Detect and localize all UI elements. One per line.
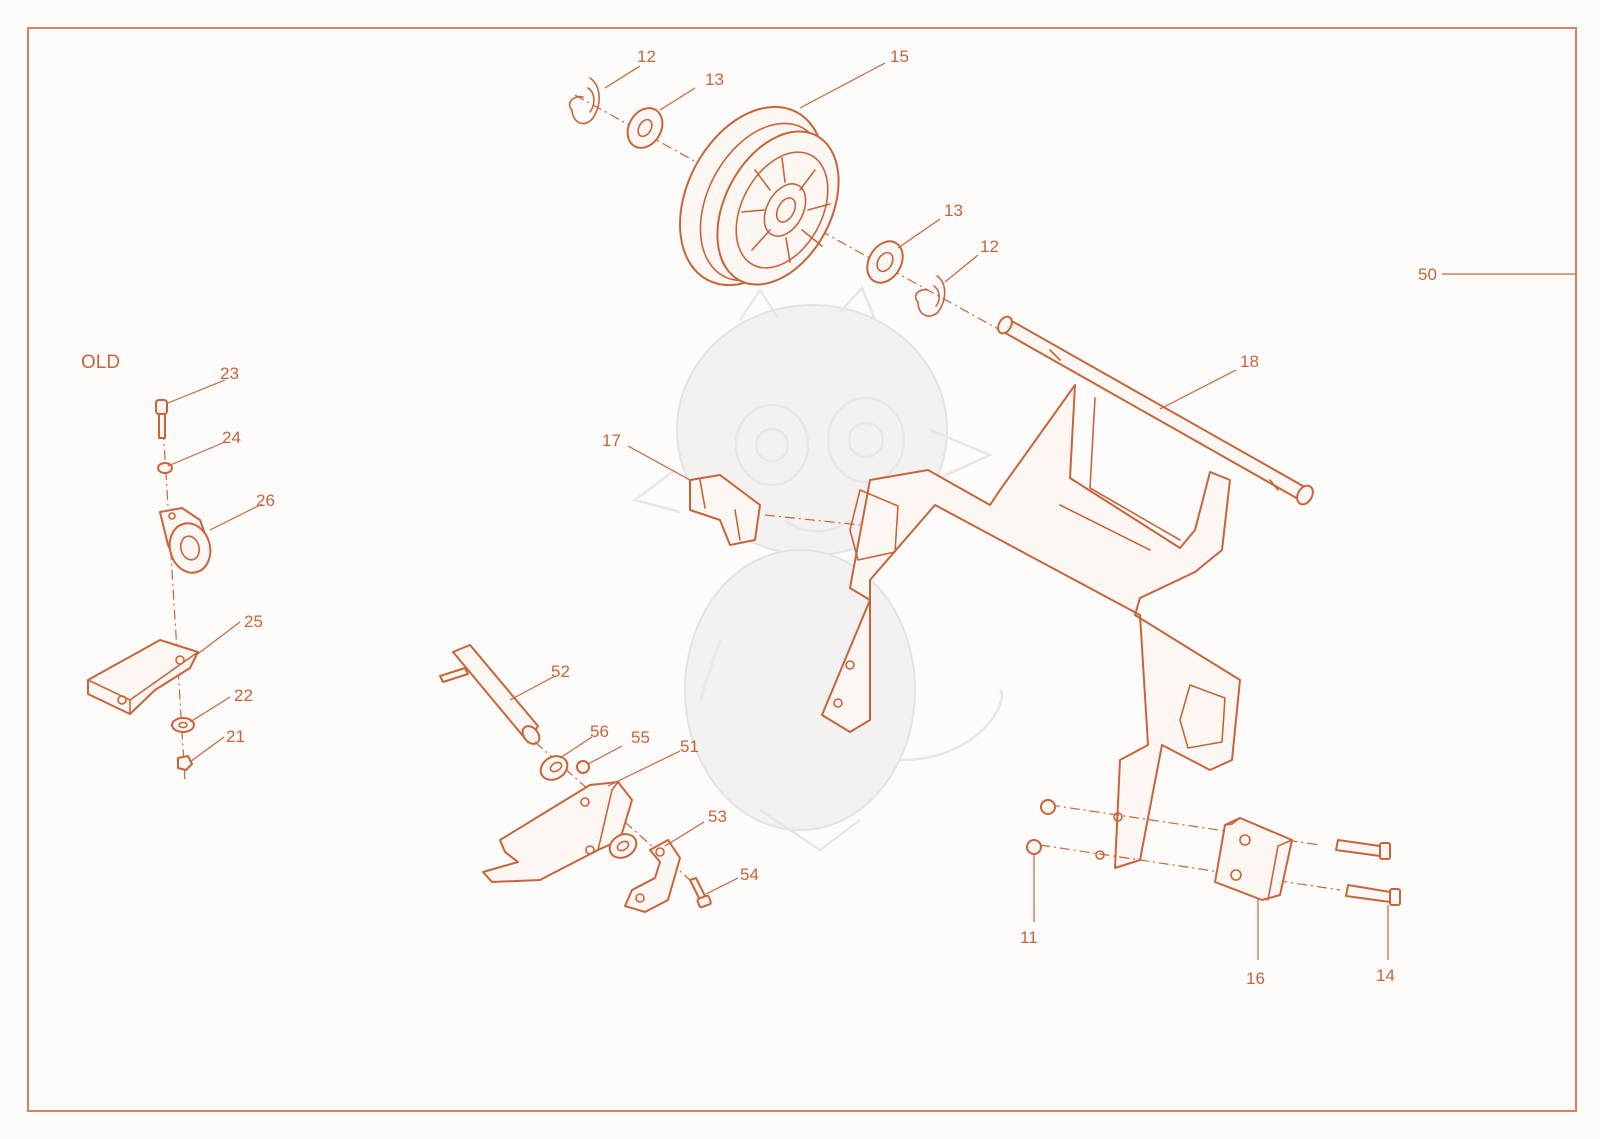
watermark-mascot (632, 285, 1003, 852)
washer-lower (866, 240, 904, 284)
callout-labels: 12 13 15 13 12 50 18 17 OLD 23 24 26 25 … (81, 47, 1437, 988)
callout-54: 54 (740, 865, 759, 884)
leader-lines (167, 62, 1576, 960)
old-caster-assembly (87, 399, 212, 781)
wheel-assembly (568, 77, 1001, 331)
callout-11: 11 (1020, 928, 1038, 947)
callout-55: 55 (631, 728, 650, 747)
callout-16: 16 (1246, 969, 1265, 988)
callout-56: 56 (590, 722, 609, 741)
clamp-assembly (1026, 799, 1401, 906)
callout-13-upper: 13 (705, 70, 724, 89)
callout-52: 52 (551, 662, 570, 681)
callout-22: 22 (234, 686, 253, 705)
pedal-linkage-assembly (439, 644, 712, 913)
e-clip-upper (568, 77, 600, 125)
old-heading: OLD (81, 352, 120, 373)
callout-51: 51 (680, 737, 699, 756)
callout-26: 26 (256, 491, 275, 510)
washer-upper (626, 107, 664, 149)
e-clip-lower (914, 275, 946, 317)
callout-23: 23 (220, 364, 239, 383)
wheel (679, 105, 840, 287)
callout-25: 25 (244, 612, 263, 631)
drawing-border (27, 27, 1577, 1112)
callout-12-lower: 12 (980, 237, 999, 256)
callout-21: 21 (226, 727, 245, 746)
callout-53: 53 (708, 807, 727, 826)
callout-18: 18 (1240, 352, 1259, 371)
callout-12-upper: 12 (637, 47, 656, 66)
callout-13-lower: 13 (944, 201, 963, 220)
callout-17: 17 (602, 431, 621, 450)
clip-insert (689, 474, 861, 546)
handle-frame-bracket (821, 315, 1314, 869)
callout-50: 50 (1418, 265, 1437, 284)
callout-15: 15 (890, 47, 909, 66)
callout-24: 24 (222, 428, 241, 447)
callout-14: 14 (1376, 966, 1395, 985)
